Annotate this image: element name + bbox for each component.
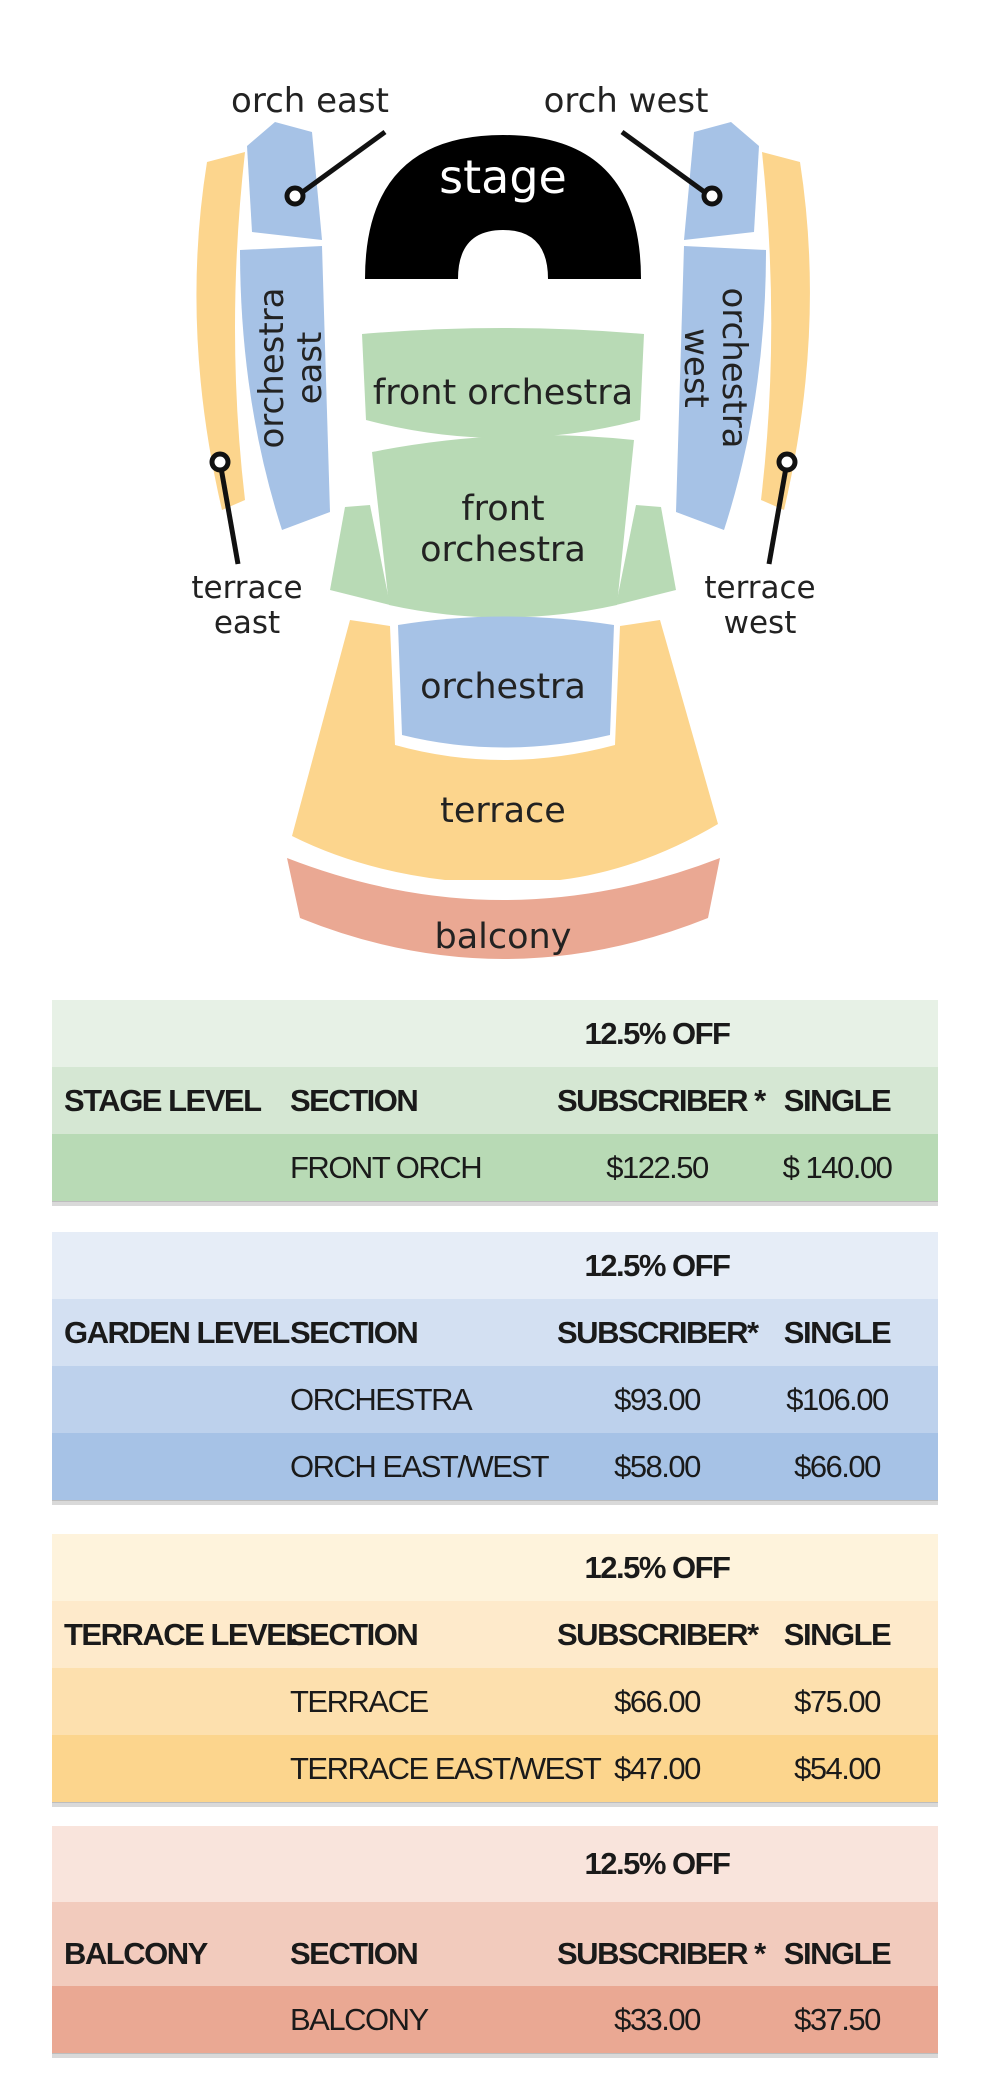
- terrace-east-section[interactable]: [196, 152, 245, 510]
- subscriber-price: $93.00: [614, 1382, 701, 1417]
- stage-level-price-table: 12.5% OFF STAGE LEVEL SECTION SUBSCRIBER…: [52, 1000, 938, 1206]
- front-orchestra-middle-label-2: orchestra: [420, 530, 586, 570]
- section-name: BALCONY: [290, 2002, 429, 2037]
- discount-label: 12.5% OFF: [584, 1550, 732, 1585]
- orchestra-label: orchestra: [420, 667, 586, 707]
- single-column-header: SINGLE: [783, 1083, 892, 1118]
- seating-map: orch east orch west stage orchestra east…: [191, 81, 816, 959]
- header-row: STAGE LEVEL SECTION SUBSCRIBER * SINGLE: [52, 1067, 938, 1134]
- subscriber-price: $66.00: [614, 1684, 701, 1719]
- discount-label: 12.5% OFF: [584, 1016, 732, 1051]
- callout-lines: [217, 129, 790, 565]
- discount-row: 12.5% OFF: [52, 1534, 938, 1601]
- single-column-header: SINGLE: [783, 1617, 892, 1652]
- section-name: FRONT ORCH: [290, 1150, 483, 1185]
- level-name: GARDEN LEVEL: [64, 1315, 290, 1350]
- header-row: TERRACE LEVEL SECTION SUBSCRIBER* SINGLE: [52, 1601, 938, 1668]
- balcony-price-table: 12.5% OFF BALCONY SECTION SUBSCRIBER * S…: [52, 1826, 938, 2058]
- discount-row: 12.5% OFF: [52, 1826, 938, 1902]
- stage-area: [365, 135, 641, 279]
- callout-dots: [209, 185, 798, 473]
- subscriber-column-header: SUBSCRIBER *: [557, 1083, 766, 1118]
- discount-label: 12.5% OFF: [584, 1248, 732, 1283]
- balcony-label: balcony: [435, 917, 572, 957]
- section-column-header: SECTION: [290, 1936, 419, 1971]
- terrace-level-price-table: 12.5% OFF TERRACE LEVEL SECTION SUBSCRIB…: [52, 1534, 938, 1807]
- header-row: BALCONY SECTION SUBSCRIBER * SINGLE: [52, 1902, 938, 1986]
- level-name: BALCONY: [64, 1936, 208, 1971]
- svg-text:west: west: [676, 328, 716, 408]
- orchestra-east-section[interactable]: [240, 246, 330, 530]
- balcony-section[interactable]: [287, 858, 720, 959]
- front-orchestra-upper-section[interactable]: [362, 328, 644, 438]
- single-price: $66.00: [794, 1449, 881, 1484]
- discount-label: 12.5% OFF: [584, 1846, 732, 1881]
- section-column-header: SECTION: [290, 1315, 419, 1350]
- section-name: TERRACE EAST/WEST: [290, 1751, 602, 1786]
- level-name: TERRACE LEVEL: [64, 1617, 304, 1652]
- table-divider: [52, 2053, 938, 2058]
- single-price: $106.00: [786, 1382, 889, 1417]
- table-divider: [52, 1500, 938, 1505]
- discount-row: 12.5% OFF: [52, 1000, 938, 1067]
- stage-label: stage: [439, 150, 567, 204]
- level-name: STAGE LEVEL: [64, 1083, 262, 1118]
- orch-east-section[interactable]: [247, 122, 322, 240]
- table-row: ORCHESTRA $93.00 $106.00: [52, 1366, 938, 1433]
- table-row: ORCH EAST/WEST $58.00 $66.00: [52, 1433, 938, 1500]
- table-row: TERRACE $66.00 $75.00: [52, 1668, 938, 1735]
- subscriber-price: $58.00: [614, 1449, 701, 1484]
- table-row: BALCONY $33.00 $37.50: [52, 1986, 938, 2053]
- terrace-section[interactable]: [292, 620, 718, 880]
- discount-row: 12.5% OFF: [52, 1232, 938, 1299]
- subscriber-column-header: SUBSCRIBER *: [557, 1936, 766, 1971]
- terrace-west-label-1: terrace: [704, 570, 815, 606]
- single-price: $75.00: [794, 1684, 881, 1719]
- section-name: ORCHESTRA: [290, 1382, 473, 1417]
- terrace-west-section[interactable]: [761, 152, 810, 510]
- single-price: $54.00: [794, 1751, 881, 1786]
- section-column-header: SECTION: [290, 1617, 419, 1652]
- terrace-east-label-2: east: [214, 605, 280, 641]
- front-orchestra-upper-label: front orchestra: [373, 373, 633, 413]
- orchestra-east-label: orchestra east: [252, 287, 330, 448]
- subscriber-price: $47.00: [614, 1751, 701, 1786]
- garden-level-price-table: 12.5% OFF GARDEN LEVEL SECTION SUBSCRIBE…: [52, 1232, 938, 1505]
- section-name: TERRACE: [290, 1684, 429, 1719]
- single-column-header: SINGLE: [783, 1315, 892, 1350]
- svg-text:orchestra: orchestra: [714, 287, 754, 448]
- orch-west-label: orch west: [544, 81, 709, 121]
- section-name: ORCH EAST/WEST: [290, 1449, 550, 1484]
- table-row: FRONT ORCH $122.50 $ 140.00: [52, 1134, 938, 1201]
- orchestra-west-section[interactable]: [676, 246, 766, 530]
- single-price: $37.50: [794, 2002, 881, 2037]
- orchestra-west-label: orchestra west: [676, 287, 754, 448]
- front-orchestra-right-wing[interactable]: [616, 505, 676, 605]
- svg-text:east: east: [290, 332, 330, 405]
- subscriber-price: $122.50: [606, 1150, 709, 1185]
- terrace-west-label-2: west: [724, 605, 797, 641]
- front-orchestra-middle-section[interactable]: [372, 435, 634, 618]
- terrace-east-label-1: terrace: [191, 570, 302, 606]
- subscriber-price: $33.00: [614, 2002, 701, 2037]
- svg-text:orchestra: orchestra: [252, 287, 292, 448]
- front-orchestra-middle-label-1: front: [461, 489, 544, 529]
- orch-west-section[interactable]: [684, 122, 759, 240]
- single-price: $ 140.00: [782, 1150, 893, 1185]
- front-orchestra-left-wing[interactable]: [330, 505, 390, 605]
- subscriber-column-header: SUBSCRIBER*: [557, 1617, 759, 1652]
- single-column-header: SINGLE: [783, 1936, 892, 1971]
- subscriber-column-header: SUBSCRIBER*: [557, 1315, 759, 1350]
- table-divider: [52, 1201, 938, 1206]
- terrace-label: terrace: [440, 791, 566, 831]
- table-divider: [52, 1802, 938, 1807]
- orchestra-section[interactable]: [398, 616, 614, 748]
- orch-east-label: orch east: [231, 81, 389, 121]
- header-row: GARDEN LEVEL SECTION SUBSCRIBER* SINGLE: [52, 1299, 938, 1366]
- table-row: TERRACE EAST/WEST $47.00 $54.00: [52, 1735, 938, 1802]
- section-column-header: SECTION: [290, 1083, 419, 1118]
